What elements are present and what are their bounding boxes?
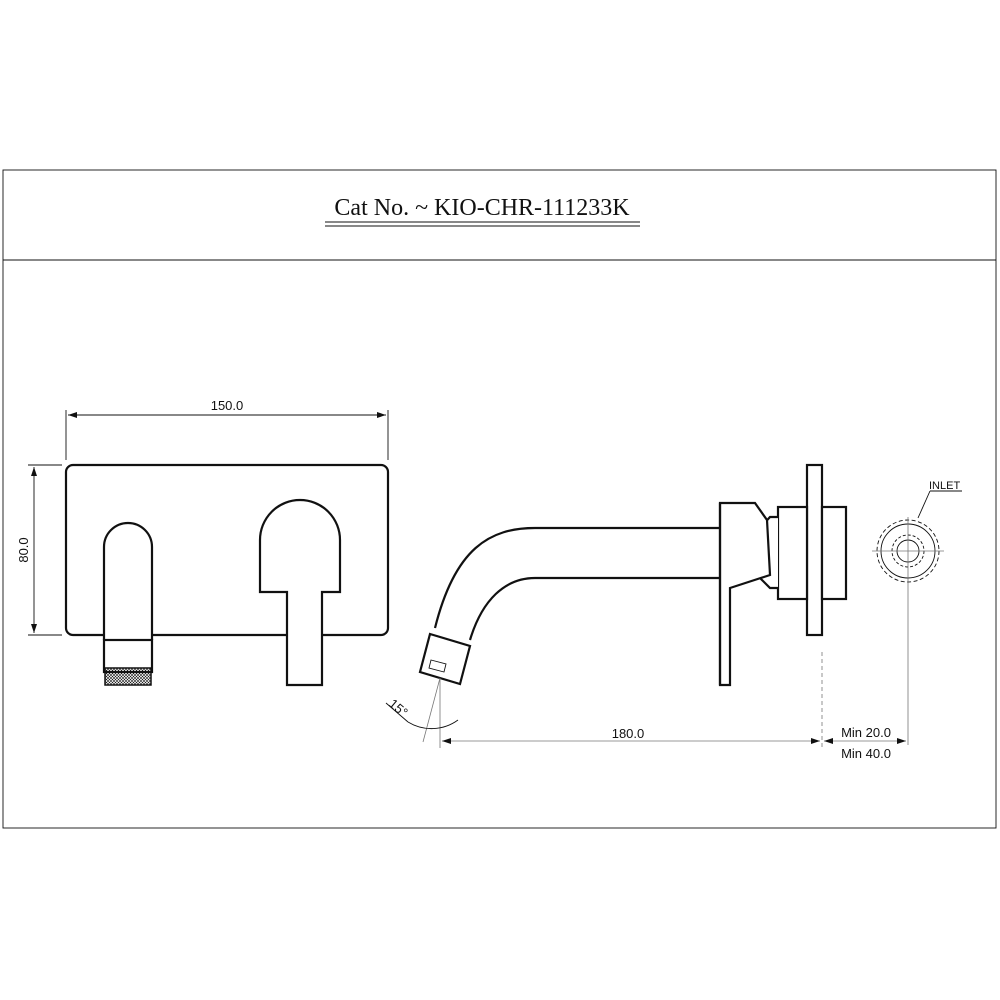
angle-annotation: 15° xyxy=(385,677,459,748)
inlet-label: INLET xyxy=(929,480,960,492)
min-depth-dimensions: Min 20.0 Min 40.0 xyxy=(824,725,906,761)
inlet-view: INLET xyxy=(872,480,962,745)
projection-dim-label: 180.0 xyxy=(612,726,645,741)
handle-side xyxy=(718,501,772,687)
side-view: 15° 180.0 Min 20.0 Min 40.0 xyxy=(385,463,906,761)
min-depth-2-label: Min 40.0 xyxy=(841,746,891,761)
drawing-frame xyxy=(2,169,997,829)
title-block: Cat No. ~ KIO-CHR-111233K xyxy=(325,195,640,227)
projection-dimension: 180.0 xyxy=(442,652,823,748)
width-dim-label: 150.0 xyxy=(211,398,244,413)
handle-front xyxy=(258,498,342,687)
min-depth-1-label: Min 20.0 xyxy=(841,725,891,740)
width-dimension: 150.0 xyxy=(65,398,389,460)
spout-tube-side xyxy=(433,526,720,629)
height-dimension: 80.0 xyxy=(16,464,62,636)
wall-plate xyxy=(64,463,390,637)
spout-front xyxy=(102,521,154,686)
catalog-number: Cat No. ~ KIO-CHR-111233K xyxy=(334,195,630,221)
height-dim-label: 80.0 xyxy=(16,537,31,562)
angle-label: 15° xyxy=(386,696,411,720)
front-view: 150.0 80.0 xyxy=(16,398,390,687)
wall-flange xyxy=(805,463,824,637)
